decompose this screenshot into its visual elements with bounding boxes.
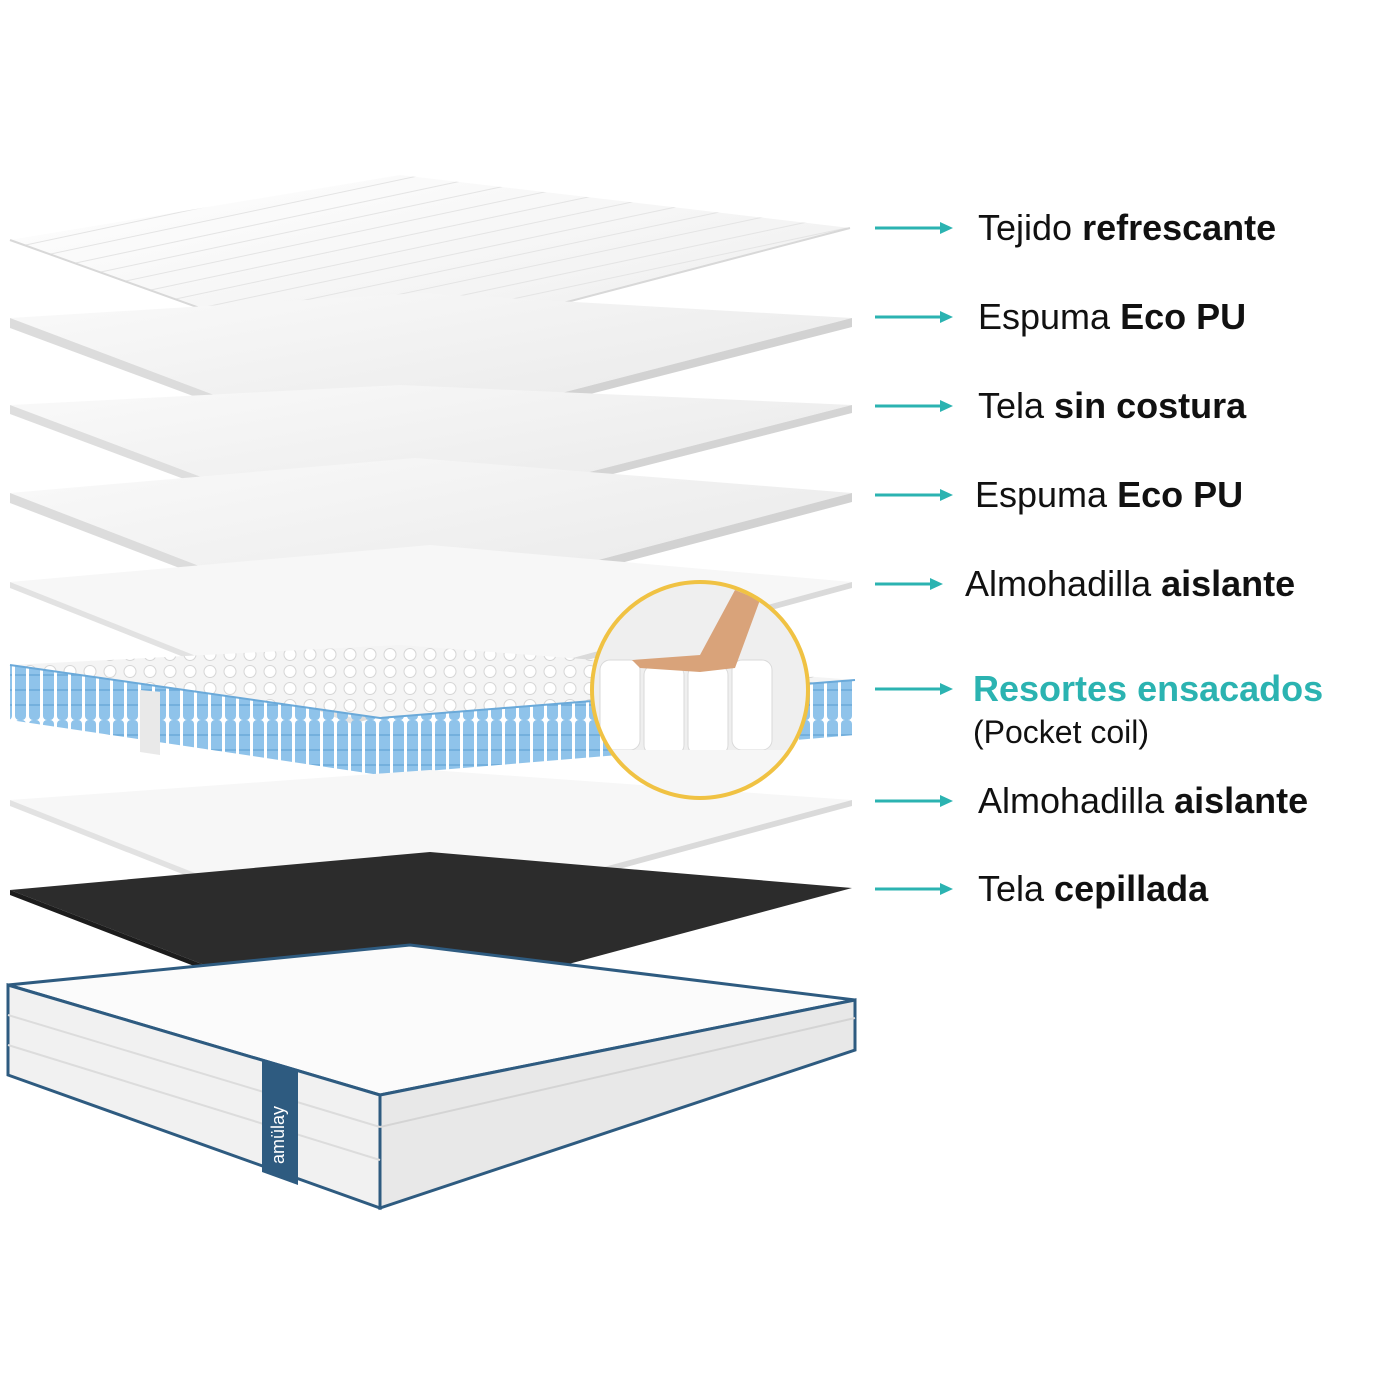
label-bold: refrescante (1082, 207, 1277, 248)
arrow-icon-7 (875, 795, 953, 807)
label-layer-1: Tejido refrescante (978, 207, 1276, 249)
arrow-icon-8 (875, 883, 953, 895)
arrow-icon-3 (875, 400, 953, 412)
arrow-icon-5 (875, 578, 943, 590)
label-layer-3: Tela sin costura (978, 385, 1246, 427)
label-regular: Almohadilla (965, 563, 1162, 604)
label-layer-6: Resortes ensacados (973, 668, 1323, 710)
label-regular: Almohadilla (978, 780, 1175, 821)
label-regular: Espuma (975, 474, 1118, 515)
label-regular: Tela (978, 868, 1055, 909)
arrow-icon-2 (875, 311, 953, 323)
arrows (875, 222, 953, 895)
label-regular: Tela (978, 385, 1055, 426)
label-regular: Tejido (978, 207, 1083, 248)
label-layer-5: Almohadilla aislante (965, 563, 1295, 605)
pocket-coil-inset (590, 580, 810, 800)
hand-icon (632, 590, 760, 672)
label-layer-2: Espuma Eco PU (978, 296, 1246, 338)
label-bold: cepillada (1054, 868, 1209, 909)
label-bold: Eco PU (1120, 296, 1247, 337)
brand-tag (262, 1060, 298, 1185)
label-layer-8: Tela cepillada (978, 868, 1208, 910)
label-layer-7: Almohadilla aislante (978, 780, 1308, 822)
label-layer-4: Espuma Eco PU (975, 474, 1243, 516)
brand-logo: amülay (268, 1106, 288, 1164)
label-layer-6-sub: (Pocket coil) (973, 714, 1150, 750)
label-bold: aislante (1174, 780, 1309, 821)
arrow-icon-1 (875, 222, 953, 234)
label-bold: Eco PU (1117, 474, 1244, 515)
arrow-icon-4 (875, 489, 953, 501)
mattress-base: amülay (6, 943, 857, 1211)
label-regular: Espuma (978, 296, 1121, 337)
label-bold: sin costura (1054, 385, 1247, 426)
label-bold: aislante (1161, 563, 1296, 604)
arrow-icon-6 (875, 683, 953, 695)
label-highlight: Resortes ensacados (973, 668, 1324, 709)
